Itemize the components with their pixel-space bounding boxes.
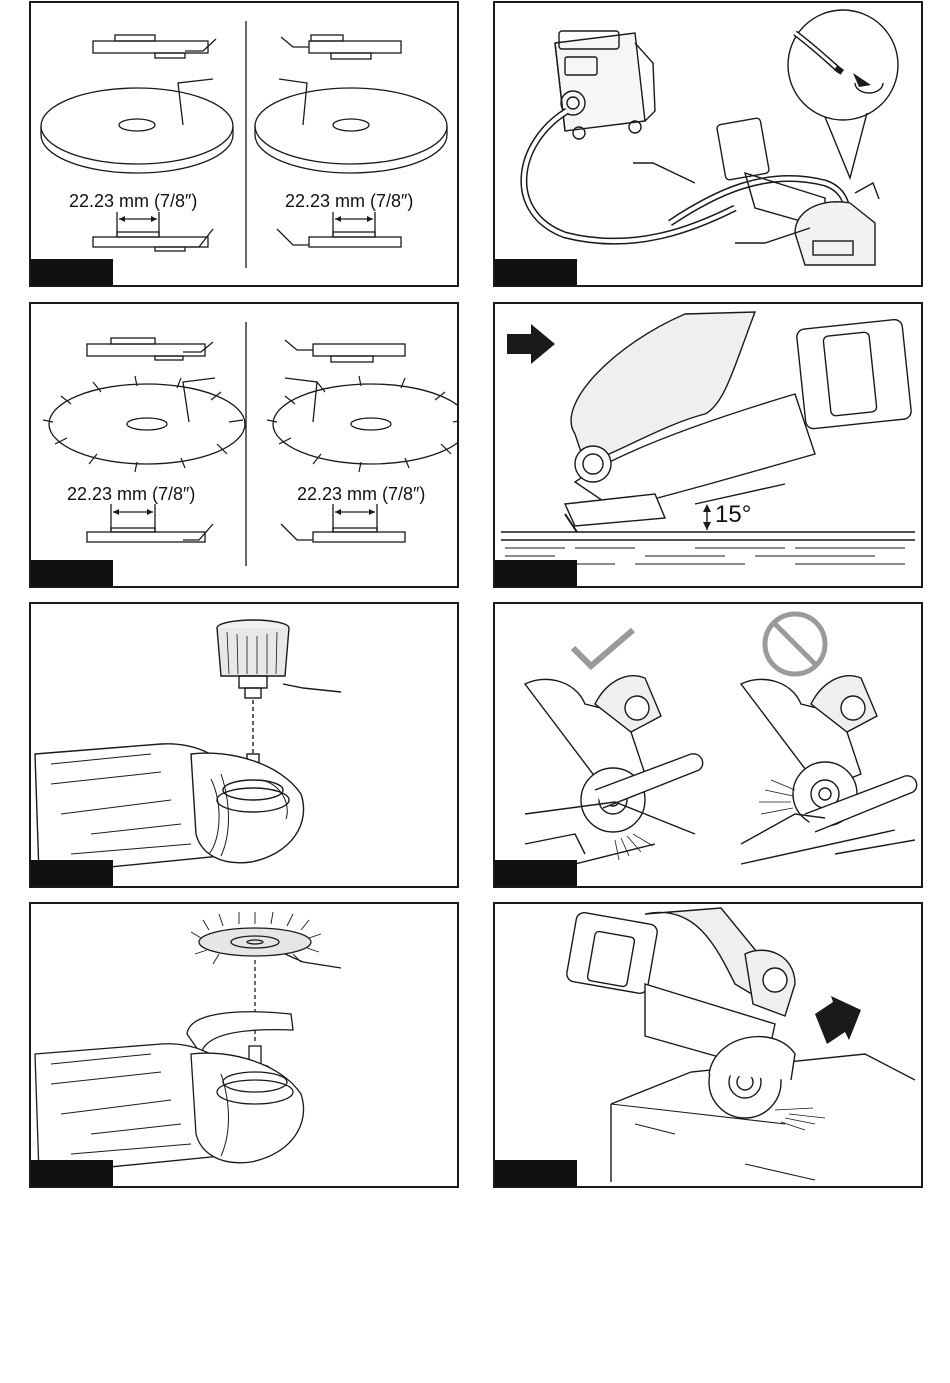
checkmark-icon bbox=[573, 630, 633, 666]
figure-number-tab bbox=[495, 560, 577, 586]
diamond-wheel-diagram: 22.23 mm (7/8″) 22.23 mm (7/8″) bbox=[31, 304, 459, 588]
dimension-label-left: 22.23 mm (7/8″) bbox=[67, 484, 195, 504]
figure-number-tab bbox=[495, 860, 577, 886]
figure-panel-8 bbox=[493, 902, 923, 1188]
figure-panel-3: 22.23 mm (7/8″) 22.23 mm (7/8″) bbox=[29, 302, 459, 588]
cup-brush-diagram bbox=[31, 604, 459, 888]
figure-panel-4: 15° bbox=[493, 302, 923, 588]
angle-label: 15° bbox=[715, 501, 751, 528]
figure-number-tab bbox=[31, 259, 113, 285]
figure-number-tab bbox=[31, 1160, 113, 1186]
figure-number-tab bbox=[31, 860, 113, 886]
grinding-angle-diagram: 15° bbox=[495, 304, 923, 588]
figure-panel-2 bbox=[493, 1, 923, 287]
dimension-label-right: 22.23 mm (7/8″) bbox=[297, 484, 425, 504]
figure-number-tab bbox=[495, 1160, 577, 1186]
figure-number-tab bbox=[495, 259, 577, 285]
dimension-label-left: 22.23 mm (7/8″) bbox=[69, 191, 197, 211]
arrow-right-icon bbox=[815, 996, 861, 1044]
flat-wheel-diagram: 22.23 mm (7/8″) 22.23 mm (7/8″) bbox=[31, 3, 459, 287]
dimension-label-right: 22.23 mm (7/8″) bbox=[285, 191, 413, 211]
block-cutting-diagram bbox=[495, 904, 923, 1188]
figure-panel-7 bbox=[29, 902, 459, 1188]
prohibited-icon bbox=[765, 614, 825, 674]
arrow-right-icon bbox=[507, 324, 555, 364]
cutting-position-diagram bbox=[495, 604, 923, 888]
figure-number-tab bbox=[31, 560, 113, 586]
figure-panel-6 bbox=[493, 602, 923, 888]
dust-extractor-diagram bbox=[495, 3, 923, 287]
figure-panel-1: 22.23 mm (7/8″) 22.23 mm (7/8″) bbox=[29, 1, 459, 287]
wire-wheel-diagram bbox=[31, 904, 459, 1188]
figure-panel-5 bbox=[29, 602, 459, 888]
